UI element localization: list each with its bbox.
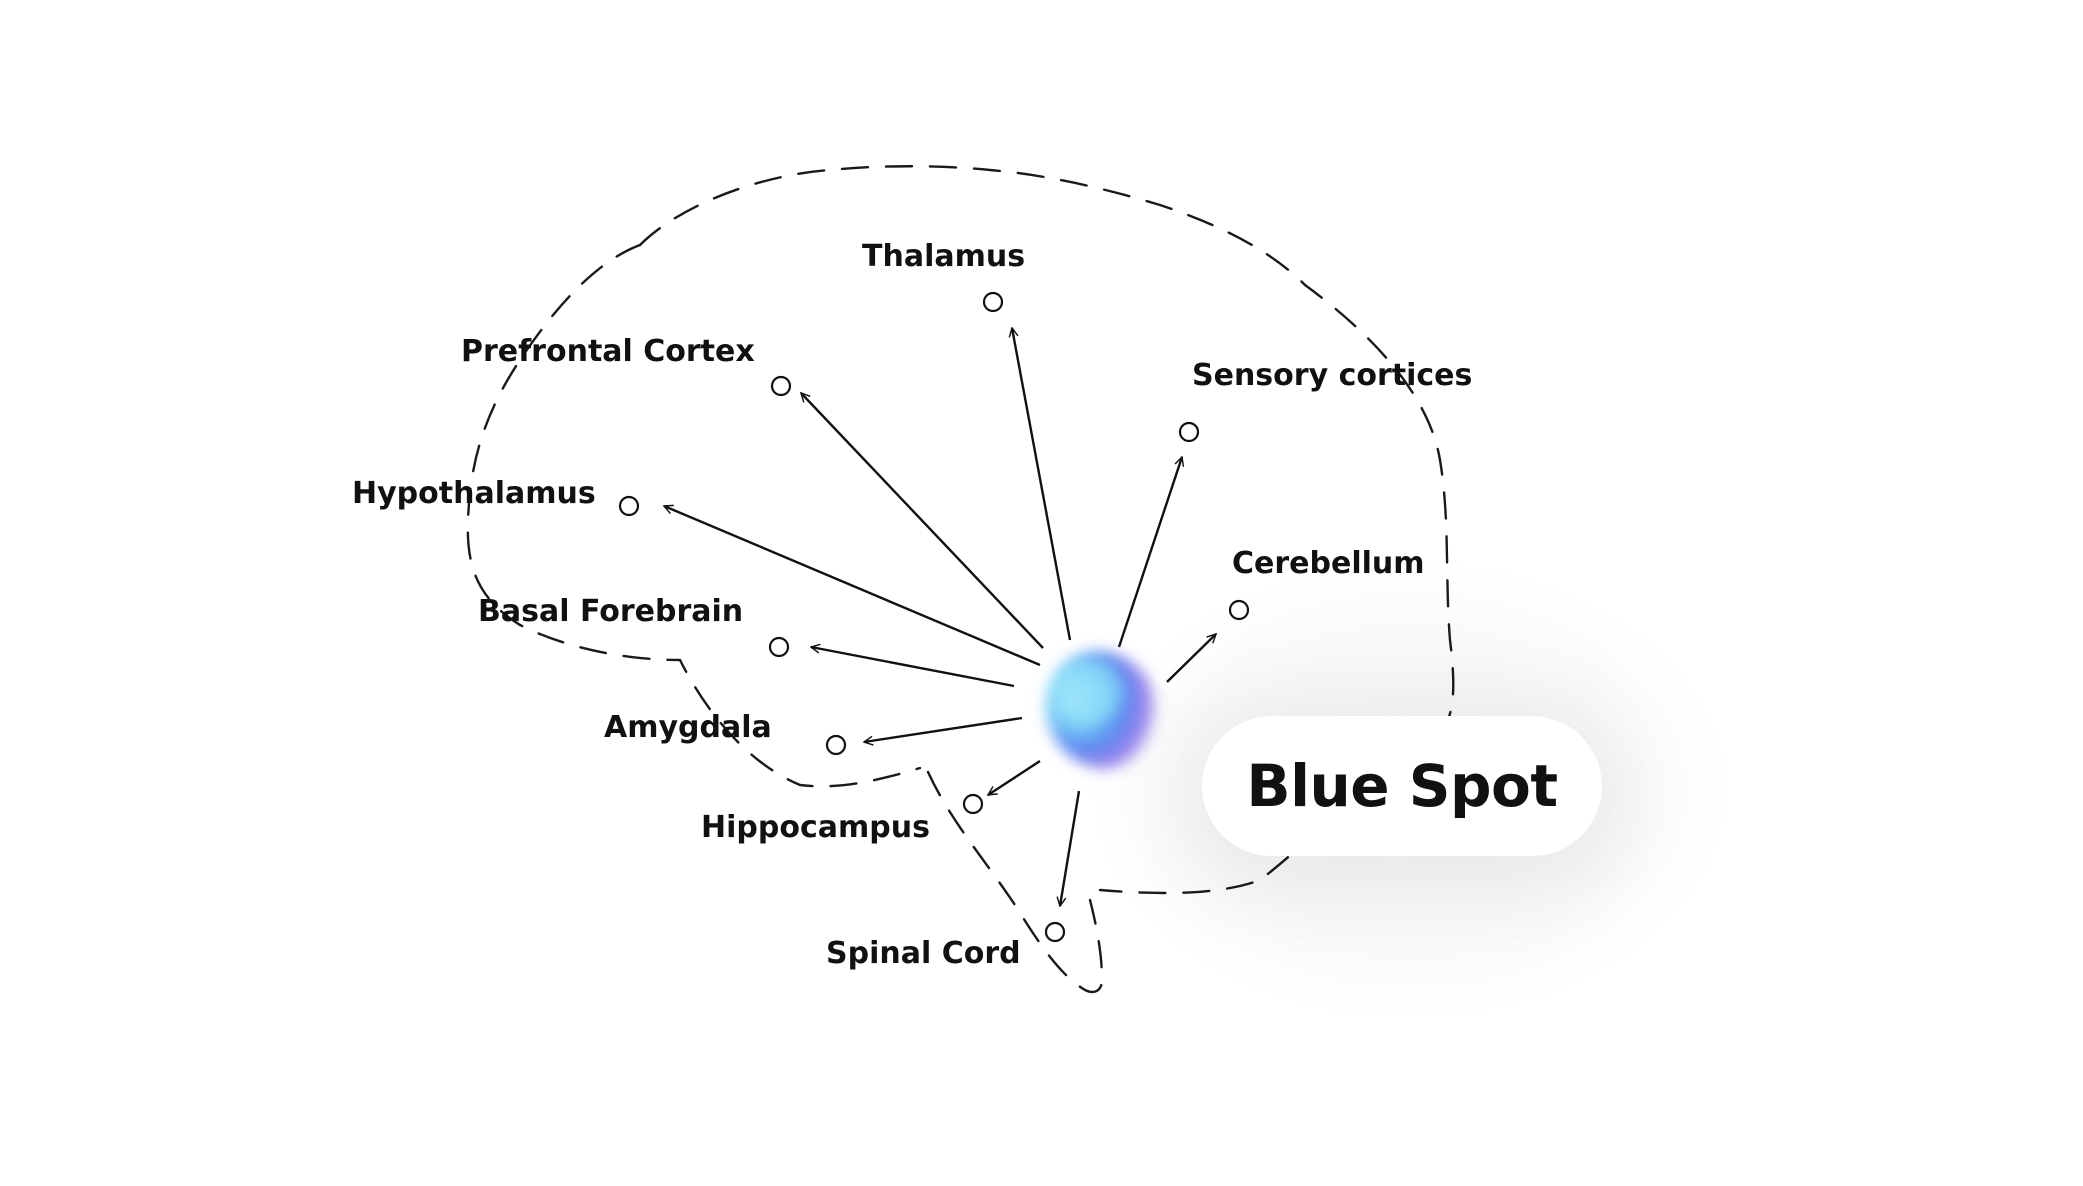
label-amygdala: Amygdala xyxy=(604,710,772,745)
nodes-group xyxy=(618,291,1250,943)
label-hypothalamus: Hypothalamus xyxy=(352,476,596,511)
node-thalamus xyxy=(982,291,1004,313)
node-hippocampus xyxy=(962,793,984,815)
arrow-to-cerebellum xyxy=(1166,634,1216,683)
arrows-group xyxy=(664,328,1216,906)
label-thalamus: Thalamus xyxy=(862,239,1025,274)
node-cerebellum xyxy=(1228,599,1250,621)
arrow-to-basal-forebrain xyxy=(811,647,1015,688)
brain-outline-lower-left xyxy=(466,243,922,788)
brainstem-outline xyxy=(926,770,1104,994)
arrow-to-spinal-cord xyxy=(1060,790,1081,906)
label-sensory-cortices: Sensory cortices xyxy=(1192,358,1472,393)
blue-spot-label: Blue Spot xyxy=(1246,752,1558,820)
blue-spot-pill: Blue Spot xyxy=(1202,716,1602,856)
arrow-to-hippocampus xyxy=(988,759,1041,797)
arrow-to-hypothalamus xyxy=(664,506,1041,667)
label-hippocampus: Hippocampus xyxy=(701,810,930,845)
label-basal-forebrain: Basal Forebrain xyxy=(478,594,743,629)
node-amygdala xyxy=(825,734,847,756)
node-spinal-cord xyxy=(1044,921,1066,943)
label-prefrontal-cortex: Prefrontal Cortex xyxy=(461,334,755,369)
node-basal-forebrain xyxy=(768,636,790,658)
arrow-to-prefrontal-cortex xyxy=(801,393,1044,649)
node-hypothalamus xyxy=(618,495,640,517)
label-cerebellum: Cerebellum xyxy=(1232,546,1425,581)
arrow-to-thalamus xyxy=(1012,328,1072,641)
blue-spot-blob xyxy=(1045,651,1159,769)
label-spinal-cord: Spinal Cord xyxy=(826,936,1021,971)
node-prefrontal-cortex xyxy=(770,375,792,397)
arrow-to-sensory-cortices xyxy=(1117,457,1182,648)
node-sensory-cortices xyxy=(1178,421,1200,443)
arrow-to-amygdala xyxy=(864,716,1023,742)
